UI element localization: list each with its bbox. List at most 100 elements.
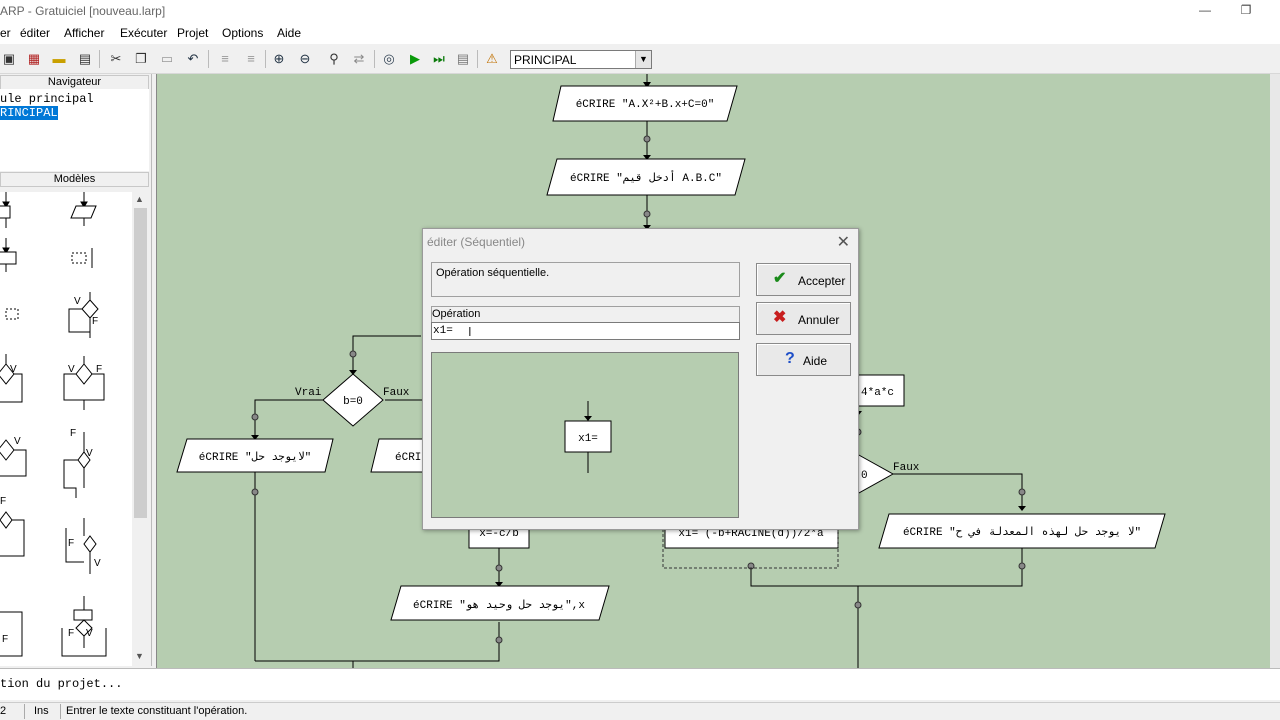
title-bar: ARP - Gratuiciel [nouveau.larp] — ❐ <box>0 0 1280 24</box>
indent-right-icon[interactable]: ≡ <box>247 51 255 66</box>
chevron-down-icon[interactable]: ▼ <box>635 51 651 68</box>
flow-text-prompt: éCRIRE "أدخل قيم A.B.C" <box>570 170 722 185</box>
help-button[interactable]: ? Aide <box>756 343 851 376</box>
model-loop-fv[interactable] <box>65 518 97 574</box>
scroll-thumb[interactable] <box>134 208 147 518</box>
run-icon[interactable]: ▶ <box>410 51 420 66</box>
canvas-scrollbar[interactable] <box>1270 74 1280 668</box>
status-bar: 2 Ins Entrer le texte constituant l'opér… <box>0 702 1280 720</box>
flow-label-faux: Faux <box>383 387 410 399</box>
operation-label-box: Opération <box>431 306 740 322</box>
accept-button[interactable]: ✔ Accepter <box>756 263 851 296</box>
io-block-no-solution[interactable] <box>176 438 334 473</box>
model-if[interactable] <box>68 292 99 338</box>
cross-icon: ✖ <box>773 309 787 326</box>
paste-icon[interactable]: ▭ <box>160 51 174 66</box>
toolbar-separator <box>374 50 375 68</box>
flow-text-eq: éCRIRE "A.X²+B.x+C=0" <box>576 99 715 111</box>
preview-canvas: x1= <box>431 352 739 518</box>
svg-text:V: V <box>10 364 17 375</box>
menu-executer[interactable]: Exécuter <box>120 26 168 40</box>
step-icon[interactable]: ⏭ <box>433 51 445 66</box>
text-cursor-icon: I <box>468 324 472 339</box>
menu-aide[interactable]: Aide <box>277 26 302 40</box>
model-if-else[interactable] <box>0 354 23 403</box>
model-for-2[interactable] <box>61 596 107 657</box>
model-sequential[interactable] <box>0 192 11 228</box>
toolbar-separator <box>477 50 478 68</box>
svg-text:V: V <box>86 448 93 459</box>
model-loop-f[interactable] <box>0 511 25 557</box>
io-block-prompt[interactable] <box>546 158 746 196</box>
scroll-up-icon[interactable]: ▲ <box>135 194 144 204</box>
cut-icon[interactable]: ✂ <box>110 51 122 66</box>
zoom-out-icon[interactable]: ⊖ <box>299 51 311 66</box>
menu-editer[interactable]: éditer <box>20 26 51 40</box>
svg-text:F: F <box>0 496 6 507</box>
restore-button[interactable]: ❐ <box>1240 3 1252 17</box>
svg-text:V: V <box>14 436 21 447</box>
preview-text: x1= <box>578 433 598 445</box>
scroll-down-icon[interactable]: ▼ <box>135 651 144 661</box>
toolbar: ▣ ▦ ▬ ▤ ✂ ❐ ▭ ↶ ≡ ≡ ⊕ ⊖ ⚲ ⇄ ◎ ▶ ⏭ ▤ ⚠ <box>0 44 1280 74</box>
undo-icon[interactable]: ↶ <box>187 51 199 66</box>
cancel-button[interactable]: ✖ Annuler <box>756 302 851 335</box>
io-block-equation[interactable] <box>552 85 738 122</box>
zoom-in-icon[interactable]: ⊕ <box>273 51 285 66</box>
svg-text:V: V <box>86 628 93 639</box>
description-text: Opération séquentielle. <box>436 267 550 279</box>
flow-label-vrai: Vrai <box>295 387 322 399</box>
window-title: ARP - Gratuiciel [nouveau.larp] <box>0 4 166 18</box>
toolbar-separator <box>208 50 209 68</box>
delete-icon[interactable]: ▦ <box>27 51 41 66</box>
indent-left-icon[interactable]: ≡ <box>221 51 229 66</box>
menu-options[interactable]: Options <box>222 26 264 40</box>
module-select[interactable]: PRINCIPAL ▼ <box>510 50 652 69</box>
flow-text-no-solution: éCRIRE "لايوجد حل" <box>199 452 311 464</box>
model-while[interactable] <box>0 439 27 477</box>
checkmark-icon: ✔ <box>773 270 787 287</box>
output-text: tion du projet... <box>0 677 123 691</box>
model-subroutine[interactable] <box>71 248 93 268</box>
io-block-no-solution-r[interactable] <box>878 513 1166 549</box>
svg-text:F: F <box>68 538 74 549</box>
open-folder-icon[interactable]: ▬ <box>52 51 66 66</box>
print-icon[interactable]: ▤ <box>78 51 92 66</box>
flow-text-decision-delta: 0 <box>861 470 868 482</box>
io-block-unique[interactable] <box>390 585 610 621</box>
copy-icon[interactable]: ❐ <box>135 51 147 66</box>
toolbar-separator <box>265 50 266 68</box>
replace-icon[interactable]: ⇄ <box>353 51 365 66</box>
operation-label: Opération <box>432 308 481 320</box>
menu-projet[interactable]: Projet <box>177 26 209 40</box>
model-io[interactable] <box>70 192 97 226</box>
svg-text:F: F <box>68 628 74 639</box>
console-icon[interactable]: ▤ <box>456 51 470 66</box>
model-repeat[interactable] <box>63 432 91 498</box>
minimize-button[interactable]: — <box>1199 3 1211 17</box>
navigator-tree: ule principal RINCIPAL <box>0 89 149 171</box>
module-select-value: PRINCIPAL <box>514 53 577 67</box>
svg-text:F: F <box>70 428 76 439</box>
nav-item-module[interactable]: ule principal <box>0 92 94 106</box>
menu-fichier[interactable]: er <box>0 26 11 40</box>
status-hint: Entrer le texte constituant l'opération. <box>66 705 248 717</box>
description-box: Opération séquentielle. <box>431 262 740 297</box>
save-icon[interactable]: ▣ <box>2 51 16 66</box>
nav-item-principal[interactable]: RINCIPAL <box>0 106 58 120</box>
close-icon[interactable]: ✕ <box>836 234 850 251</box>
model-for[interactable] <box>0 611 23 657</box>
compile-icon[interactable]: ◎ <box>383 51 395 66</box>
model-optional[interactable] <box>5 308 19 320</box>
model-sequential-2[interactable] <box>0 238 17 272</box>
svg-text:F: F <box>2 634 8 645</box>
operation-input[interactable]: x1= I <box>431 322 740 340</box>
debug-icon[interactable]: ⚠ <box>486 51 498 66</box>
svg-text:F: F <box>96 364 102 375</box>
svg-text:V: V <box>68 364 75 375</box>
menu-afficher[interactable]: Afficher <box>64 26 105 40</box>
decision-b-zero[interactable] <box>322 373 384 427</box>
model-if-else-2[interactable] <box>63 356 105 410</box>
models-scrollbar[interactable]: ▲ ▼ <box>132 192 149 666</box>
find-icon[interactable]: ⚲ <box>329 51 339 66</box>
